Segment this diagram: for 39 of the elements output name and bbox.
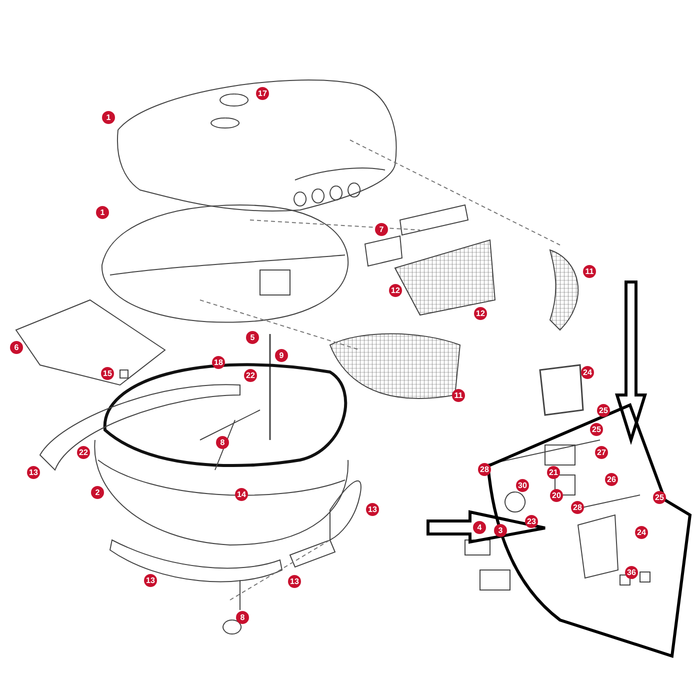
callout-number: 13 [288, 575, 301, 588]
callout-number: 3 [494, 524, 507, 537]
callout-number: 22 [77, 446, 90, 459]
callout-number: 2 [91, 486, 104, 499]
callout-number: 28 [571, 501, 584, 514]
callout-number: 30 [516, 479, 529, 492]
callout-number: 18 [212, 356, 225, 369]
callout-number: 12 [474, 307, 487, 320]
callout-number: 14 [235, 488, 248, 501]
callout-number: 7 [375, 223, 388, 236]
callout-number: 28 [478, 463, 491, 476]
callout-number: 27 [595, 446, 608, 459]
callout-number: 25 [590, 423, 603, 436]
callout-number: 13 [366, 503, 379, 516]
callout-number: 22 [244, 369, 257, 382]
callout-number: 11 [583, 265, 596, 278]
callout-number: 15 [101, 367, 114, 380]
callout-number: 24 [635, 526, 648, 539]
callout-number: 25 [653, 491, 666, 504]
callout-number: 25 [597, 404, 610, 417]
callout-number: 20 [550, 489, 563, 502]
callout-number: 26 [605, 473, 618, 486]
callout-number: 9 [275, 349, 288, 362]
callout-number: 5 [246, 331, 259, 344]
callout-number: 17 [256, 87, 269, 100]
callout-number: 6 [10, 341, 23, 354]
callout-number: 23 [525, 515, 538, 528]
callout-number: 24 [581, 366, 594, 379]
callout-number: 21 [547, 466, 560, 479]
callout-number: 1 [102, 111, 115, 124]
callout-number: 11 [452, 389, 465, 402]
callout-number: 8 [236, 611, 249, 624]
callout-number: 4 [473, 521, 486, 534]
callout-number: 36 [625, 566, 638, 579]
callout-number: 12 [389, 284, 402, 297]
callout-number: 13 [144, 574, 157, 587]
callout-number: 8 [216, 436, 229, 449]
callout-number: 1 [96, 206, 109, 219]
callout-number: 13 [27, 466, 40, 479]
